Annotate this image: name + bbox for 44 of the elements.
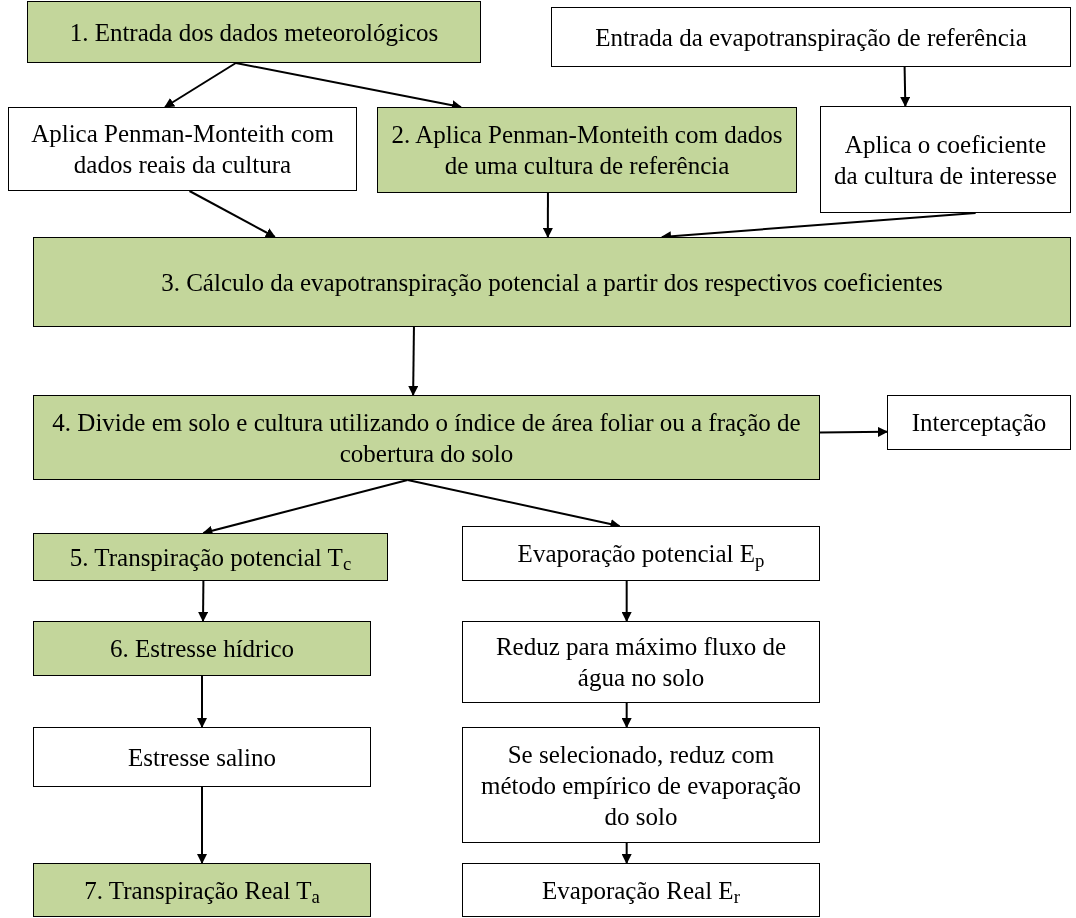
process-box — [33, 727, 371, 787]
arrow — [819, 426, 888, 437]
box-text: Entrada da evapotranspiração de referência — [595, 22, 1027, 53]
box-text: 1. Entrada dos dados meteorológicos — [69, 17, 439, 48]
arrow — [621, 702, 632, 728]
process-box — [33, 237, 1071, 327]
box-text: 4. Divide em solo e cultura utilizando o índice de área foliar ou a fração de cobertura do solo — [51, 407, 802, 469]
box-text: Aplica Penman-Monteith com dados reais da cultura — [30, 119, 335, 180]
arrow — [197, 786, 207, 864]
arrow — [900, 66, 911, 107]
process-box — [377, 107, 797, 193]
box-text: 2. Aplica Penman-Monteith com dados de uma cultura de referência — [390, 120, 784, 181]
process-box — [33, 533, 388, 581]
box-text: 6. Estresse hídrico — [110, 634, 294, 664]
process-box — [33, 863, 371, 917]
box-text: Estresse salino — [128, 742, 276, 773]
box-text: Interceptação — [911, 408, 1047, 438]
process-box — [33, 395, 820, 480]
process-box — [462, 863, 820, 917]
process-box — [462, 526, 820, 581]
arrow — [621, 580, 632, 622]
arrow — [164, 62, 237, 108]
box-text: Se selecionado, reduz com método empírico de evaporação do solo — [480, 739, 802, 832]
process-box — [33, 621, 371, 676]
arrow — [542, 192, 553, 238]
box-text: Evaporação potencial E$_{p}$ — [517, 539, 765, 569]
arrow — [198, 580, 209, 622]
arrow — [188, 190, 276, 238]
arrow — [197, 675, 207, 728]
box-text: 7. Transpiração Real T$_{a}$ — [84, 875, 320, 906]
box-text: Aplica o coeficiente da cultura de interesse — [833, 129, 1058, 191]
arrow — [408, 326, 419, 396]
arrow — [621, 842, 632, 864]
box-text: 3. Cálculo da evapotranspiração potencial a partir dos respectivos coeficientes — [161, 267, 943, 298]
process-box — [820, 106, 1071, 213]
process-box — [462, 727, 820, 843]
process-box — [551, 7, 1071, 67]
process-box — [8, 107, 357, 191]
process-box — [27, 1, 481, 63]
process-box — [462, 621, 820, 703]
box-text: Reduz para máximo fluxo de água no solo — [494, 632, 788, 693]
box-text: 5. Transpiração potencial T$_{c}$ — [69, 542, 352, 573]
process-box — [887, 395, 1071, 450]
box-text: Evaporação Real E$_{r}$ — [542, 875, 740, 906]
